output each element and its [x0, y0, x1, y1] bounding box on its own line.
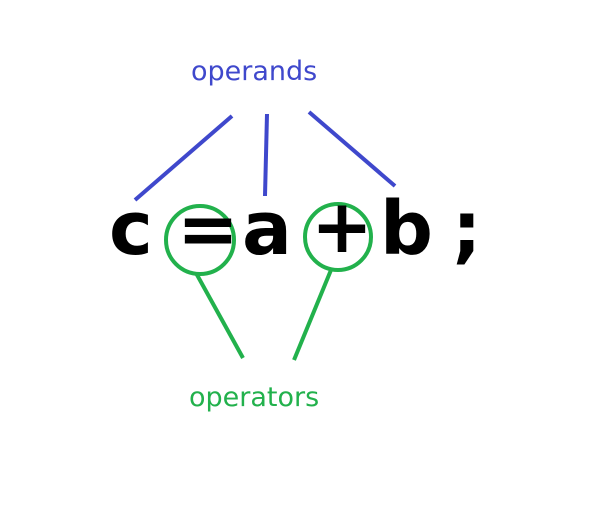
operands-label: operands	[191, 56, 318, 87]
operator-line-plus	[292, 269, 333, 361]
operand-b: b	[380, 186, 433, 272]
equals-operator: =	[177, 186, 240, 272]
operand-c: c	[109, 186, 153, 272]
operand-line-b	[307, 110, 397, 188]
plus-operator-circle	[303, 202, 373, 272]
equals-operator-circle	[164, 204, 236, 276]
semicolon: ;	[452, 186, 482, 272]
operator-line-equals	[194, 272, 245, 359]
operand-a: a	[242, 186, 292, 272]
plus-operator: +	[311, 184, 374, 270]
operand-line-a	[263, 113, 269, 197]
operand-line-c	[133, 114, 234, 202]
operators-label: operators	[189, 382, 320, 413]
